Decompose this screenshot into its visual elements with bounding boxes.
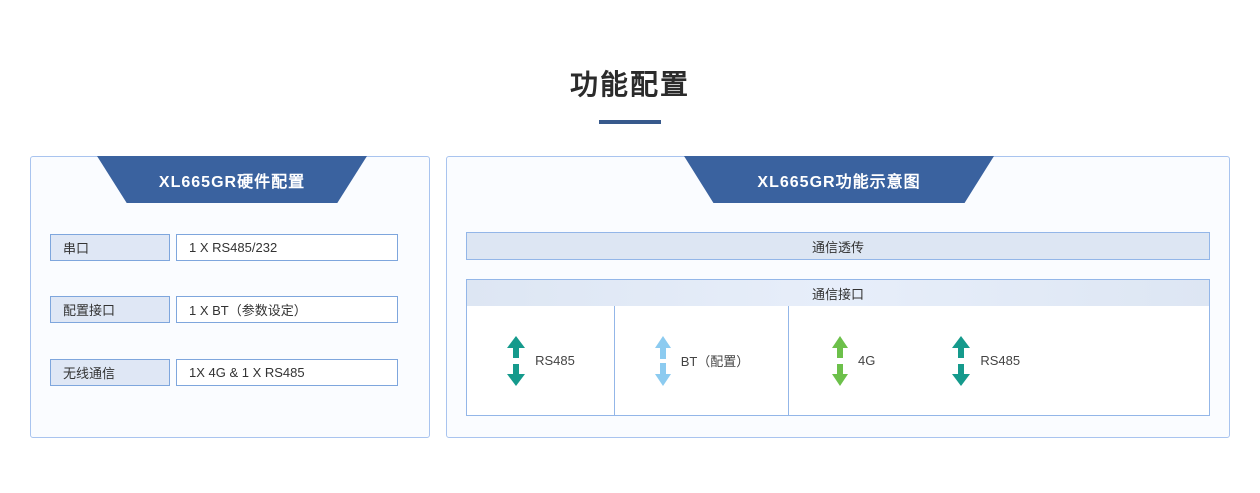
list-item: 4G [831, 335, 876, 386]
interface-grid: RS485 BT（配置） [466, 306, 1210, 416]
page-title: 功能配置 [569, 69, 690, 100]
list-item: BT（配置） [654, 335, 750, 386]
page-title-block: 功能配置 [0, 68, 1260, 124]
hardware-config-panel: XL665GR硬件配置 串口 1 X RS485/232 配置接口 1 X BT… [30, 156, 430, 438]
double-arrow-vertical-icon [831, 335, 849, 386]
double-arrow-vertical-icon [951, 335, 971, 386]
table-row: 无线通信 1X 4G & 1 X RS485 [50, 359, 398, 386]
title-underline [599, 119, 661, 124]
table-row: 串口 1 X RS485/232 [50, 234, 398, 261]
double-arrow-vertical-icon [654, 335, 672, 386]
interface-label: RS485 [980, 353, 1021, 368]
transparent-transmission-bar: 通信透传 [466, 232, 1210, 260]
interface-cell-rs485: RS485 [467, 306, 615, 415]
spec-value: 1 X RS485/232 [176, 234, 398, 261]
spec-label: 配置接口 [50, 296, 170, 323]
list-item: RS485 [506, 335, 575, 386]
interface-label: 4G [858, 353, 876, 368]
spec-value: 1X 4G & 1 X RS485 [176, 359, 398, 386]
communication-interface-bar: 通信接口 [466, 279, 1210, 307]
double-arrow-vertical-icon [506, 335, 526, 386]
interface-cell-bt: BT（配置） [615, 306, 789, 415]
spec-label: 串口 [50, 234, 170, 261]
function-diagram-ribbon: XL665GR功能示意图 [684, 156, 994, 203]
function-diagram-ribbon-label: XL665GR功能示意图 [757, 173, 921, 191]
list-item: RS485 [951, 335, 1021, 386]
function-diagram-panel: XL665GR功能示意图 通信透传 通信接口 RS485 [446, 156, 1230, 438]
interface-label: BT（配置） [680, 354, 750, 369]
hardware-config-ribbon: XL665GR硬件配置 [97, 156, 367, 203]
hardware-config-ribbon-label: XL665GR硬件配置 [158, 173, 306, 191]
interface-cell-wireless: 4G RS485 [789, 306, 1209, 415]
transparent-transmission-label: 通信透传 [811, 239, 864, 255]
spec-label: 无线通信 [50, 359, 170, 386]
interface-label: RS485 [535, 353, 575, 368]
table-row: 配置接口 1 X BT（参数设定） [50, 296, 398, 323]
communication-interface-label: 通信接口 [811, 286, 864, 302]
spec-value: 1 X BT（参数设定） [176, 296, 398, 323]
